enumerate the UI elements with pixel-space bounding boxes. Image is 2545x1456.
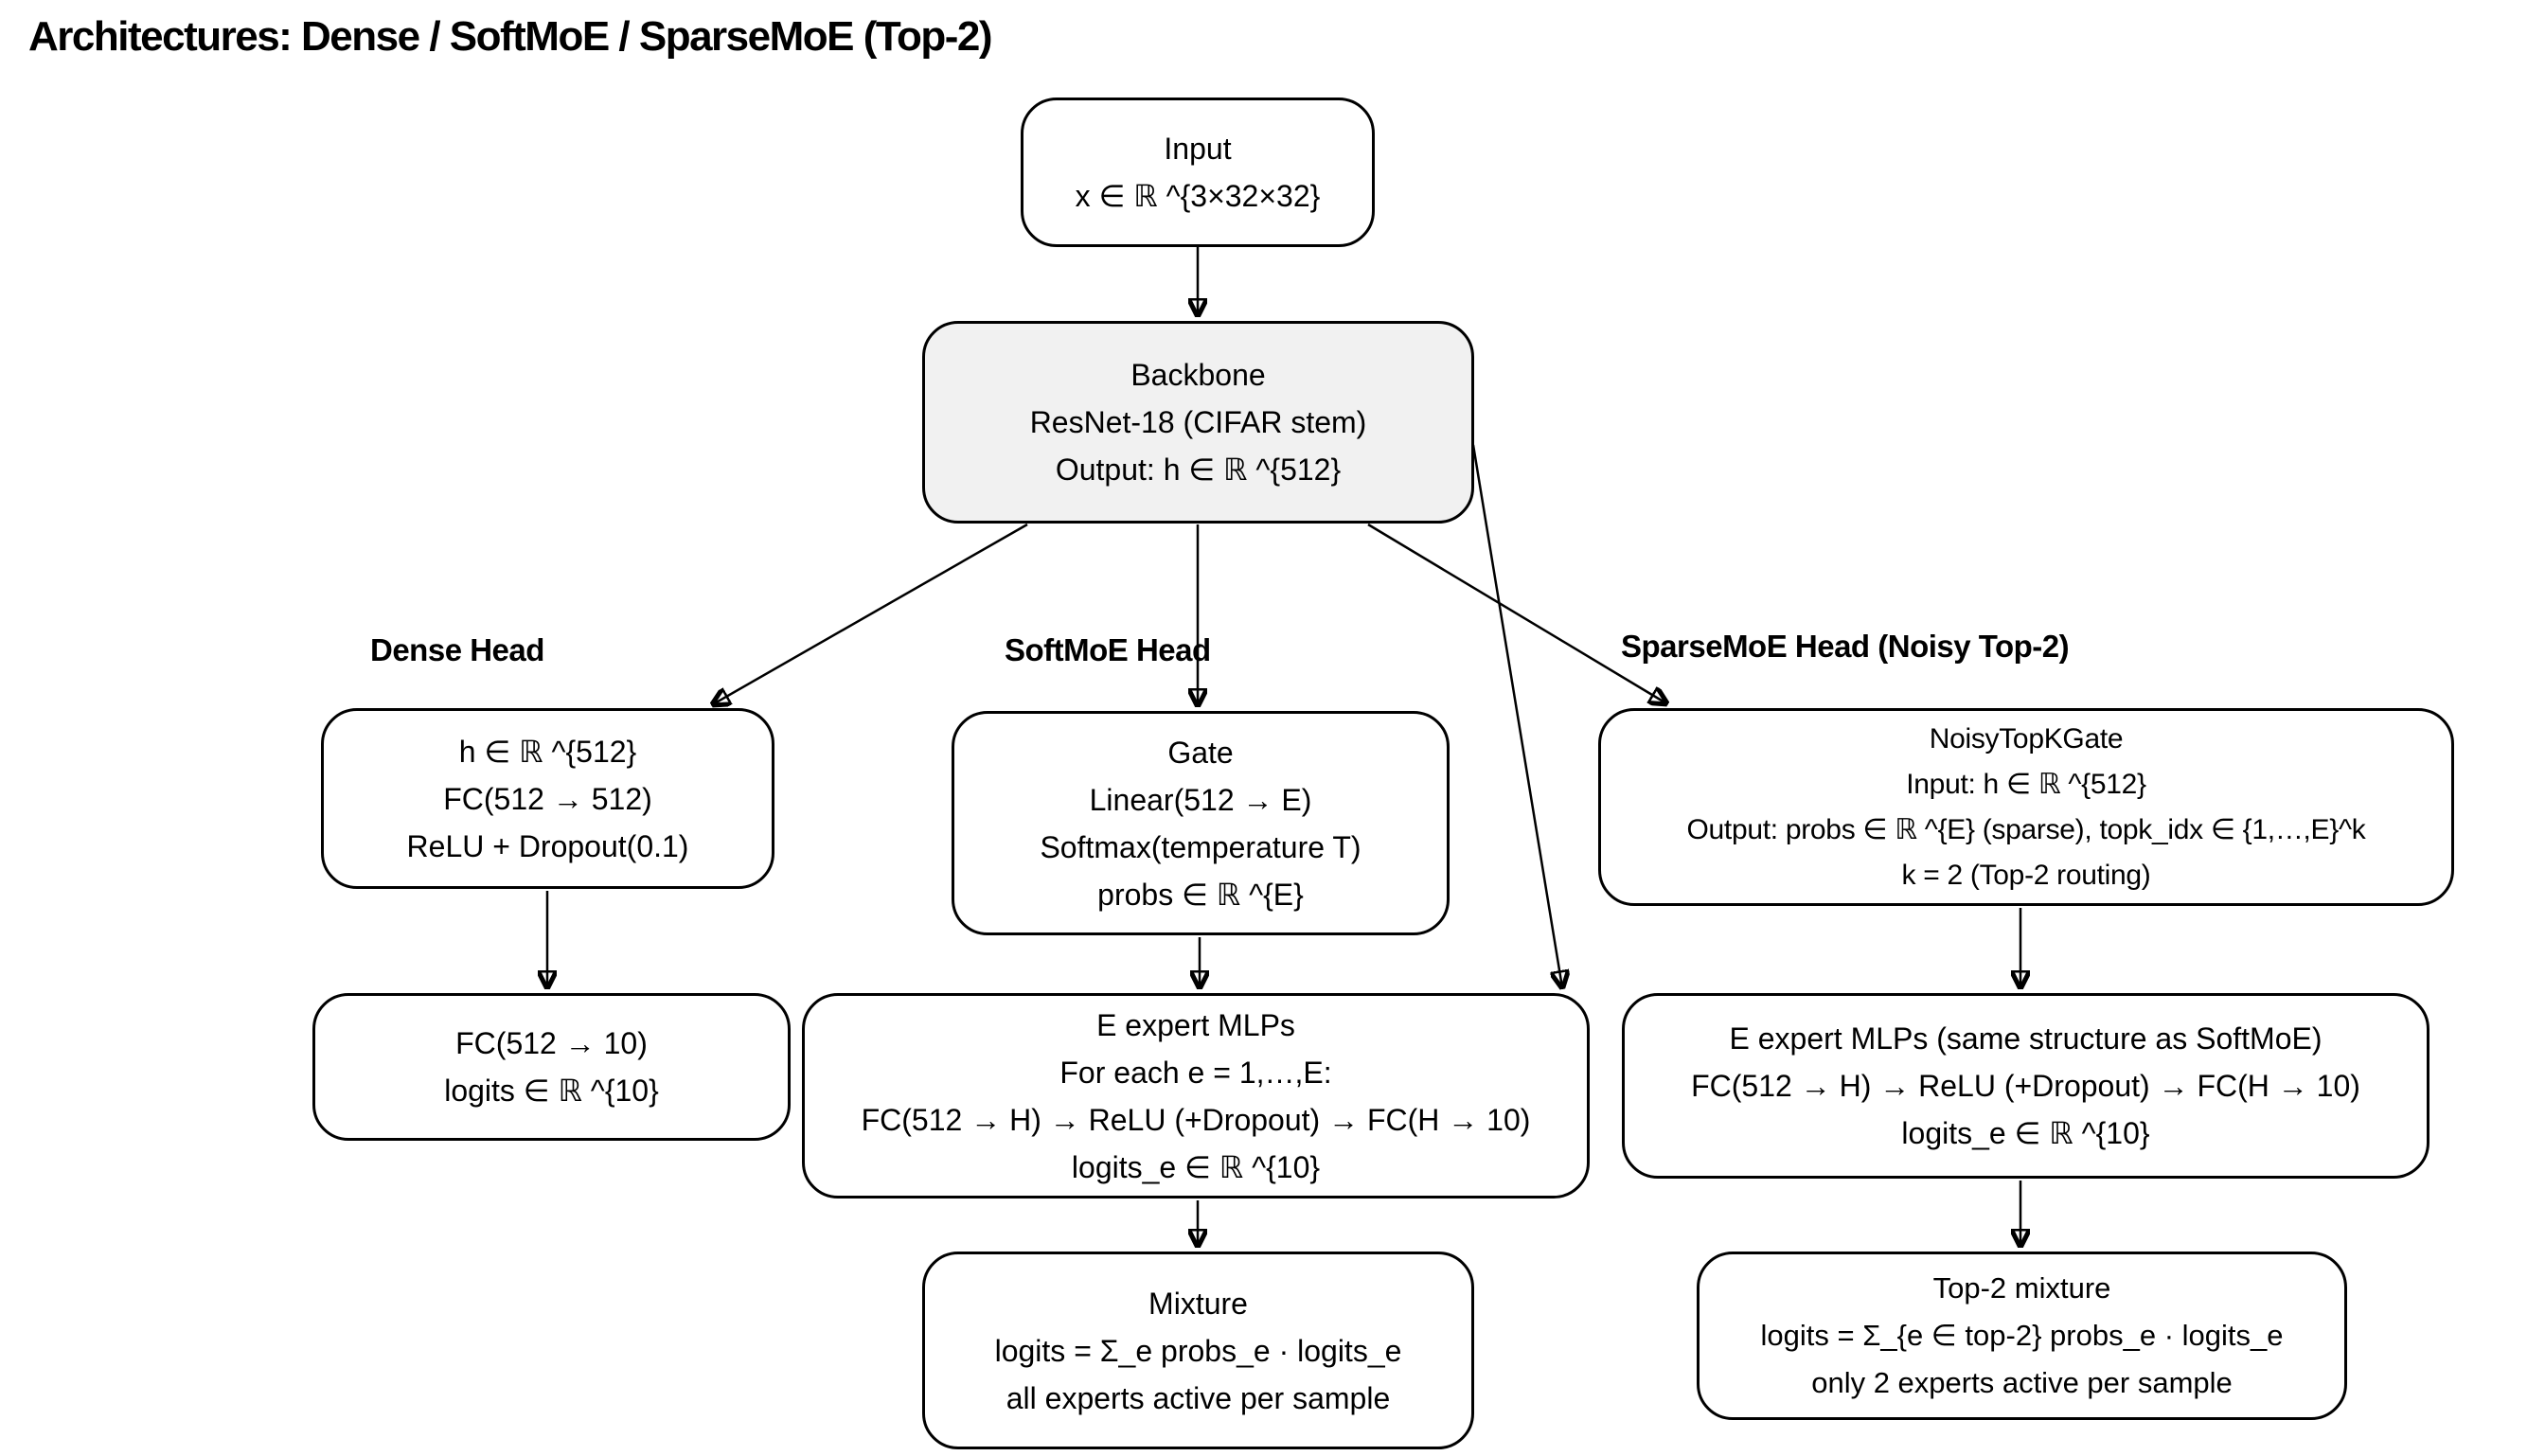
sparse-experts-node-line-1: E expert MLPs (same structure as SoftMoE… bbox=[1729, 1021, 2323, 1056]
input-node: Input x ∈ ℝ ^{3×32×32} bbox=[1021, 98, 1375, 247]
input-node-line-2: x ∈ ℝ ^{3×32×32} bbox=[1075, 179, 1321, 213]
input-node-line-1: Input bbox=[1164, 132, 1232, 166]
backbone-node-line-1: Backbone bbox=[1130, 358, 1266, 392]
dense-fc1-node-line-1: h ∈ ℝ ^{512} bbox=[458, 734, 637, 769]
noisy-gate-node-line-1: NoisyTopKGate bbox=[1929, 722, 2124, 755]
top2-mixture-node-line-2: logits = Σ_{e ∈ top-2} probs_e · logits_… bbox=[1760, 1319, 2284, 1352]
mixture-node-line-3: all experts active per sample bbox=[1006, 1380, 1391, 1415]
gate-node-line-3: Softmax(temperature T) bbox=[1040, 829, 1361, 864]
mixture-node-line-1: Mixture bbox=[1148, 1286, 1248, 1321]
sparsemoe-head-label: SparseMoE Head (Noisy Top-2) bbox=[1621, 629, 2070, 664]
sparse-experts-node: E expert MLPs (same structure as SoftMoE… bbox=[1622, 993, 2429, 1179]
dense-fc2-node-line-1: FC(512 → 10) bbox=[455, 1026, 648, 1060]
soft-experts-node: E expert MLPs For each e = 1,…,E: FC(512… bbox=[802, 993, 1590, 1199]
sparse-experts-node-line-3: logits_e ∈ ℝ ^{10} bbox=[1901, 1116, 2150, 1150]
softmoe-head-label: SoftMoE Head bbox=[1005, 632, 1211, 667]
gate-node-line-2: Linear(512 → E) bbox=[1089, 782, 1312, 817]
noisy-gate-node: NoisyTopKGate Input: h ∈ ℝ ^{512} Output… bbox=[1598, 708, 2454, 906]
soft-experts-node-line-3: FC(512 → H) → ReLU (+Dropout) → FC(H → 1… bbox=[861, 1102, 1531, 1137]
backbone-node: Backbone ResNet-18 (CIFAR stem) Output: … bbox=[922, 321, 1474, 524]
dense-fc2-node-line-2: logits ∈ ℝ ^{10} bbox=[444, 1074, 659, 1108]
top2-mixture-node-line-1: Top-2 mixture bbox=[1932, 1271, 2111, 1305]
dense-fc1-node-line-2: FC(512 → 512) bbox=[443, 781, 652, 816]
edge-backbone-dense-fc1-arrow bbox=[713, 523, 1028, 704]
soft-experts-node-line-2: For each e = 1,…,E: bbox=[1059, 1055, 1332, 1090]
gate-node-line-1: Gate bbox=[1167, 735, 1234, 770]
mixture-node-line-2: logits = Σ_e probs_e · logits_e bbox=[994, 1333, 1402, 1368]
page-title: Architectures: Dense / SoftMoE / SparseM… bbox=[28, 13, 993, 60]
noisy-gate-node-line-3: Output: probs ∈ ℝ ^{E} (sparse), topk_id… bbox=[1686, 813, 2366, 845]
soft-experts-node-line-1: E expert MLPs bbox=[1096, 1007, 1295, 1042]
dense-fc2-node: FC(512 → 10) logits ∈ ℝ ^{10} bbox=[312, 993, 791, 1141]
gate-node: Gate Linear(512 → E) Softmax(temperature… bbox=[952, 711, 1450, 935]
dense-head-label: Dense Head bbox=[370, 632, 544, 667]
noisy-gate-node-line-2: Input: h ∈ ℝ ^{512} bbox=[1906, 768, 2146, 800]
soft-experts-node-line-4: logits_e ∈ ℝ ^{10} bbox=[1071, 1149, 1321, 1184]
top2-mixture-node: Top-2 mixture logits = Σ_{e ∈ top-2} pro… bbox=[1697, 1252, 2347, 1420]
edge-backbone-noisy-gate-arrow bbox=[1367, 523, 1666, 703]
noisy-gate-node-line-4: k = 2 (Top-2 routing) bbox=[1901, 859, 2151, 891]
top2-mixture-node-line-3: only 2 experts active per sample bbox=[1811, 1366, 2233, 1399]
edge-backbone-soft-experts-arrow bbox=[1471, 444, 1562, 987]
gate-node-line-4: probs ∈ ℝ ^{E} bbox=[1097, 877, 1304, 912]
dense-fc1-node: h ∈ ℝ ^{512} FC(512 → 512) ReLU + Dropou… bbox=[321, 708, 774, 889]
sparse-experts-node-line-2: FC(512 → H) → ReLU (+Dropout) → FC(H → 1… bbox=[1691, 1069, 2360, 1103]
backbone-node-line-2: ResNet-18 (CIFAR stem) bbox=[1029, 405, 1367, 439]
dense-fc1-node-line-3: ReLU + Dropout(0.1) bbox=[406, 828, 689, 863]
backbone-node-line-3: Output: h ∈ ℝ ^{512} bbox=[1055, 453, 1342, 487]
mixture-node: Mixture logits = Σ_e probs_e · logits_e … bbox=[922, 1252, 1474, 1449]
